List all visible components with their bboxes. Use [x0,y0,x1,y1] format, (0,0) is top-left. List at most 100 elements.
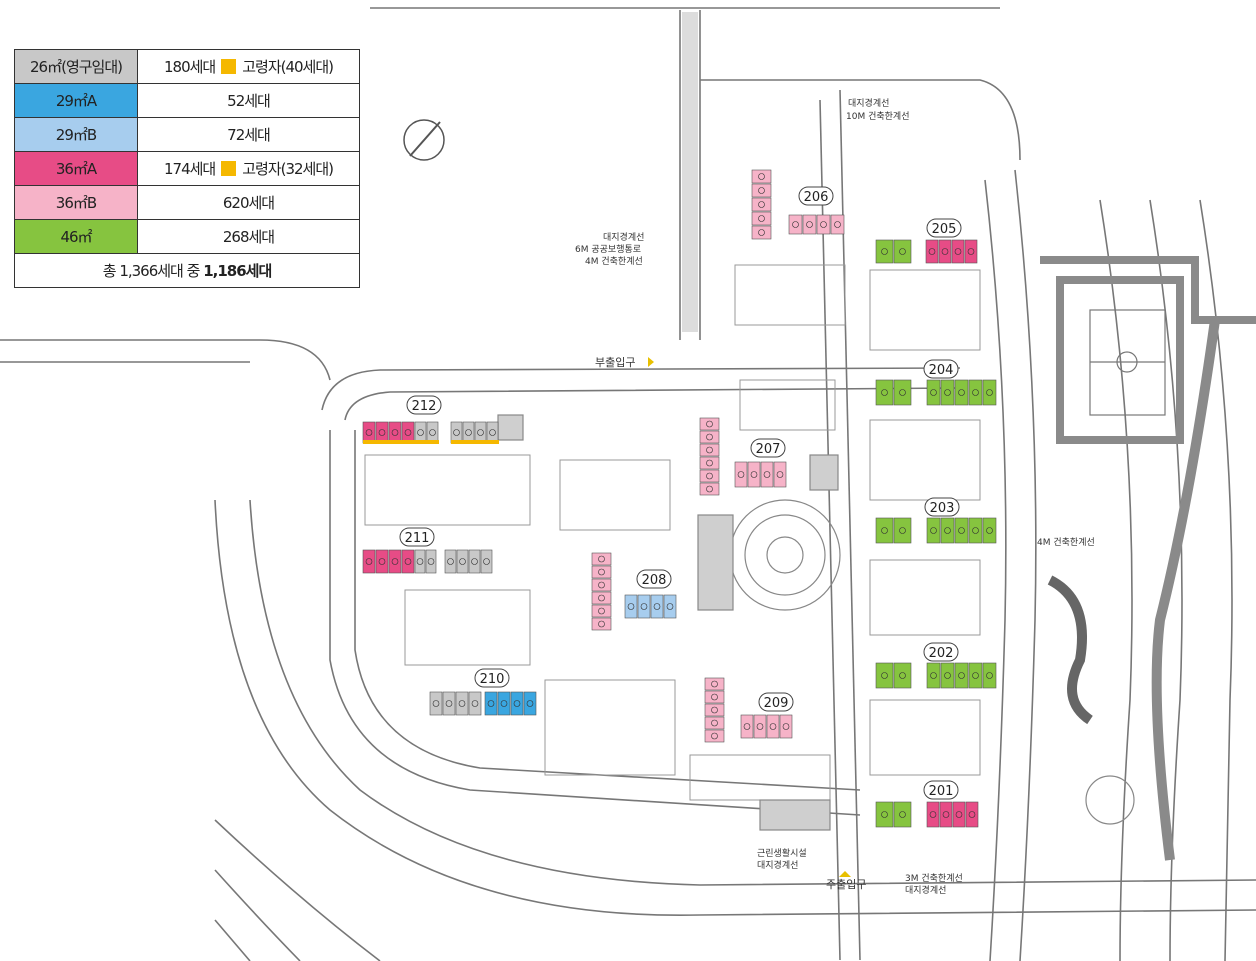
unit-block [802,214,817,235]
unit-block [591,617,612,631]
unit-marker [930,527,937,534]
unit-block [699,430,720,444]
unit-marker [391,429,399,436]
building-label-bubble [750,438,786,458]
unit-marker [489,429,496,436]
unit-marker [944,527,951,534]
legend-senior: 고령자(40세대) [242,58,334,76]
unit-marker [758,215,765,222]
unit-block [875,662,894,689]
unit-marker [968,811,976,818]
unit-block [954,379,969,406]
unit-block [624,594,638,619]
building-number: 212 [412,399,437,414]
unit-block [699,443,720,457]
unit-block [456,549,469,574]
unit-block [734,461,748,488]
unit-marker [598,555,605,563]
unit-block [893,662,912,689]
unit-marker [627,603,635,610]
unit-block [760,461,774,488]
building-label-bubble [923,642,959,662]
unit-marker [711,719,718,727]
unit-block [875,379,894,406]
unit-block [965,801,979,828]
label-setback-4m-left: 4M 건축한계선 [585,255,643,267]
building-number: 211 [405,531,430,546]
unit-marker [416,558,424,565]
unit-block [830,214,845,235]
unit-marker [404,558,412,565]
legend-total-row: 총 1,366세대 중 1,186세대 [14,253,360,288]
legend-units: 72세대 [137,117,360,152]
unit-block [455,691,469,716]
unit-block [954,662,969,689]
unit-marker [899,389,906,396]
senior-strip [363,440,415,444]
unit-block [952,801,966,828]
unit-block [968,517,983,544]
building-label-bubble [923,359,959,379]
right-curve-road [1151,319,1220,861]
unit-marker [378,429,386,436]
unit-block [766,714,780,739]
unit-marker [954,248,962,255]
unit-block [740,714,754,739]
unit-block [510,691,524,716]
unit-block [425,549,437,574]
unit-block [982,662,997,689]
building-number: 202 [929,646,954,661]
unit-block [699,417,720,431]
unit-block [375,421,389,444]
label-setback-10m: 10M 건축한계선 [846,110,909,122]
unit-block [362,549,376,574]
unit-marker [471,700,479,707]
unit-marker [986,527,993,534]
senior-swatch [221,59,237,74]
unit-marker [365,558,373,565]
label-sub-entrance: 부출입구 [595,356,635,369]
unit-block [362,421,376,444]
building-label-211: 211 [399,527,435,547]
unit-marker [758,173,765,180]
unit-marker [706,472,713,480]
senior-strip [415,440,439,444]
unit-marker [513,700,521,707]
unit-block [982,517,997,544]
unit-marker [458,700,466,707]
unit-marker [899,527,906,534]
unit-block [401,549,415,574]
unit-block [663,594,677,619]
unit-marker [711,732,718,740]
unit-block [939,801,953,828]
unit-block [893,379,912,406]
unit-marker [942,811,950,818]
unit-marker [930,672,937,679]
unit-block [450,421,463,444]
unit-marker [391,558,399,565]
building-label-208: 208 [636,569,672,589]
unit-block [429,691,443,716]
unit-marker [881,811,888,818]
unit-marker [471,558,478,565]
unit-block [699,482,720,496]
label-setback-3m: 3M 건축한계선 [905,872,963,884]
building-label-207: 207 [750,438,786,458]
unit-block [779,714,793,739]
unit-marker [758,201,765,208]
building-number: 204 [929,363,954,378]
building-label-bubble [798,186,834,206]
unit-block [388,421,402,444]
building-number: 207 [756,442,781,457]
building-label-bubble [926,218,962,238]
building-label-bubble [636,569,672,589]
building-label-bubble [924,497,960,517]
building-label-bubble [406,395,442,415]
label-facility: 근린생활시설 [757,847,807,859]
building-label-205: 205 [926,218,962,238]
